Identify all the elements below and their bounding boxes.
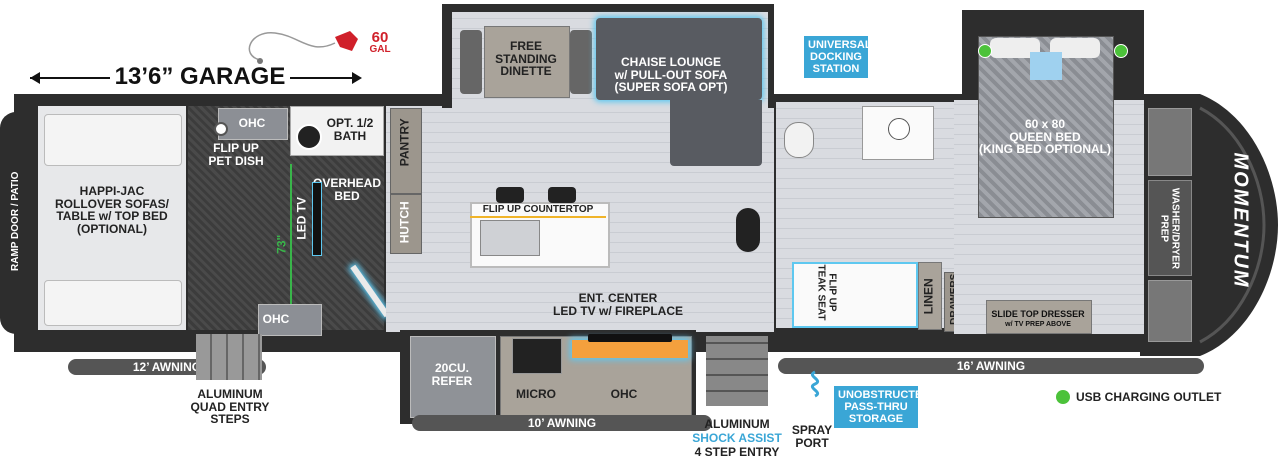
teak-seat-label: FLIP UP TEAK SEAT [816, 264, 838, 321]
chaise-lounge-extension[interactable] [670, 100, 762, 166]
slide-top-dresser[interactable] [986, 300, 1092, 334]
wardrobe-bottom[interactable] [1148, 280, 1192, 342]
vanity-sink [888, 118, 910, 140]
tv-height-label: 73" [274, 234, 289, 254]
overhead-bed-label: OVERHEAD BED [312, 176, 381, 203]
chaise-lounge[interactable] [596, 18, 762, 100]
ramp-door-label: RAMP DOOR / PATIO [9, 171, 21, 271]
washer-label: WASHER/DRYER PREP [1159, 187, 1181, 270]
hutch-label: HUTCH [397, 201, 412, 244]
shower[interactable] [792, 262, 918, 328]
awning-16: 16’ AWNING [778, 358, 1204, 374]
garage-led-tv [312, 182, 322, 256]
dresser-label: SLIDE TOP DRESSER [991, 309, 1085, 319]
dinette-table[interactable] [484, 26, 570, 98]
ohc-bottom-label: OHC [262, 312, 290, 326]
usb-legend-dot [1056, 390, 1070, 404]
quad-entry-steps[interactable] [196, 334, 262, 380]
pantry[interactable] [390, 108, 422, 194]
ent-center-tv [588, 334, 672, 342]
shock-line-3: 4 STEP ENTRY [694, 445, 780, 459]
wardrobe-top[interactable] [1148, 108, 1192, 176]
refer-label: 20CU. REFER [431, 361, 473, 388]
island-sink [480, 220, 540, 256]
arrow-left-icon [30, 72, 40, 84]
spray-hose-icon [810, 370, 820, 398]
toilet[interactable] [784, 122, 814, 158]
pet-dish-icon[interactable] [214, 122, 228, 136]
linen-label: LINEN [921, 278, 936, 315]
garage-dimension-label: 13’6” GARAGE [110, 63, 290, 91]
ohc-top [218, 108, 288, 140]
pet-dish-label: FLIP UP PET DISH [208, 141, 264, 168]
sofa-label: HAPPI-JAC ROLLOVER SOFAS/ TABLE w/ TOP B… [54, 184, 169, 236]
shock-line-1: ALUMINUM [704, 417, 770, 431]
dinette-label: FREE STANDING DINETTE [495, 39, 557, 79]
pillow-left [990, 38, 1040, 58]
fireplace [572, 340, 688, 358]
fuel-unit: GAL [369, 44, 391, 55]
usb-legend-label: USB CHARGING OUTLET [1076, 390, 1222, 404]
usb-outlet-left[interactable] [978, 44, 992, 58]
spray-port-label: SPRAY PORT [791, 423, 833, 450]
washer-dryer-prep [1148, 180, 1192, 276]
micro-label: MICRO [516, 387, 556, 401]
stove[interactable] [512, 338, 562, 374]
pantry-label: PANTRY [397, 118, 412, 167]
arrow-right-icon [352, 72, 362, 84]
chaise-label: CHAISE LOUNGE w/ PULL-OUT SOFA (SUPER SO… [614, 55, 728, 95]
hutch[interactable] [390, 194, 422, 254]
pass-thru-badge: UNOBSTRUCTED PASS-THRU STORAGE [834, 386, 930, 429]
docking-station-badge: UNIVERSAL DOCKING STATION [804, 36, 872, 79]
ent-center-label: ENT. CENTER LED TV w/ FIREPLACE [552, 291, 683, 318]
shock-assist-steps[interactable] [706, 336, 768, 406]
sofa-upper[interactable] [44, 114, 182, 166]
fuel-capacity: 60 GAL [365, 30, 395, 55]
fuel-amount: 60 [371, 29, 389, 46]
ohc-kitchen-label: OHC [610, 387, 638, 401]
countertop-label: FLIP UP COUNTERTOP [470, 204, 606, 218]
toilet-icon [296, 124, 322, 150]
dresser-sub-label: w/ TV PREP ABOVE [1005, 321, 1071, 328]
fuel-pump-icon [248, 31, 358, 64]
pillow-right [1050, 38, 1100, 58]
awning-10: 10’ AWNING [412, 415, 712, 431]
ohc-top-label: OHC [238, 116, 266, 130]
ramp-door[interactable] [0, 112, 34, 334]
dinette-chair-left[interactable] [460, 30, 482, 94]
queen-bed-label: 60 x 80 QUEEN BED (KING BED OPTIONAL) [979, 117, 1111, 157]
shock-line-2: SHOCK ASSIST [692, 431, 782, 445]
led-tv-label: LED TV [294, 196, 309, 240]
quad-steps-label: ALUMINUM QUAD ENTRY STEPS [190, 387, 270, 427]
linen-closet[interactable] [918, 262, 942, 330]
half-bath-label: OPT. 1/2 BATH [326, 116, 374, 143]
brand-logo: MOMENTUM [1229, 152, 1252, 289]
ohc-bottom [258, 304, 322, 336]
tv-height-dimension-line [290, 164, 292, 312]
dinette-chair-right[interactable] [570, 30, 592, 94]
refrigerator[interactable] [410, 336, 496, 418]
sofa-lower[interactable] [44, 280, 182, 326]
stool-right[interactable] [548, 187, 576, 203]
entry-door[interactable] [736, 208, 760, 252]
stool-left[interactable] [496, 187, 524, 203]
accent-pillow [1030, 52, 1062, 80]
usb-outlet-right[interactable] [1114, 44, 1128, 58]
